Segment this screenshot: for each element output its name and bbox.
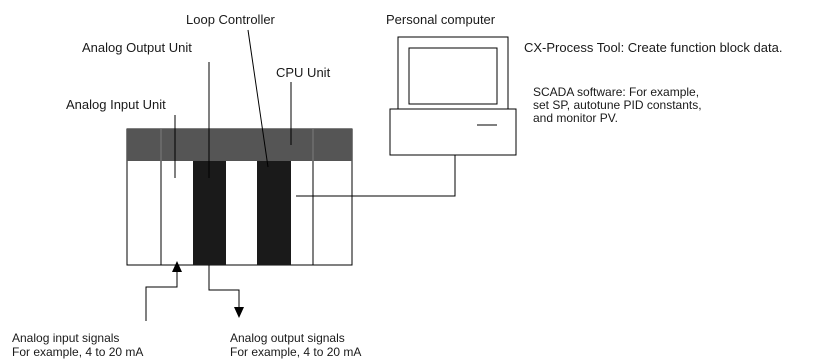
personal-computer-label: Personal computer [386, 12, 496, 27]
computer-base [389, 108, 517, 156]
analog-input-signals-label: Analog input signals [12, 331, 119, 345]
input-arrowhead [172, 261, 182, 272]
analog-output-arrow [208, 265, 244, 318]
output-arrowhead [234, 307, 244, 318]
rack-slot-dividers [160, 161, 314, 265]
personal-computer-icon [389, 36, 517, 156]
analog-output-signals-label: Analog output signals [230, 331, 345, 345]
scada-line-3: and monitor PV. [533, 111, 618, 125]
loop-controller-label: Loop Controller [186, 12, 276, 27]
scada-line-2: set SP, autotune PID constants, [533, 98, 702, 112]
analog-output-unit-label: Analog Output Unit [82, 40, 192, 55]
pc-connection-cable [296, 155, 456, 197]
rack-top-bar [127, 129, 352, 161]
loop-controller-module [257, 161, 291, 265]
plc-rack [126, 128, 353, 266]
cx-process-tool-label: CX-Process Tool: Create function block d… [524, 40, 782, 55]
analog-output-example-label: For example, 4 to 20 mA [230, 345, 361, 359]
analog-input-unit-label: Analog Input Unit [66, 97, 166, 112]
analog-input-example-label: For example, 4 to 20 mA [12, 345, 143, 359]
scada-line-1: SCADA software: For example, [533, 85, 699, 99]
analog-input-arrow [145, 261, 182, 321]
analog-output-unit-module [193, 161, 226, 265]
callout-lines [174, 29, 292, 178]
cpu-unit-label: CPU Unit [276, 65, 331, 80]
monitor-screen [408, 47, 498, 105]
